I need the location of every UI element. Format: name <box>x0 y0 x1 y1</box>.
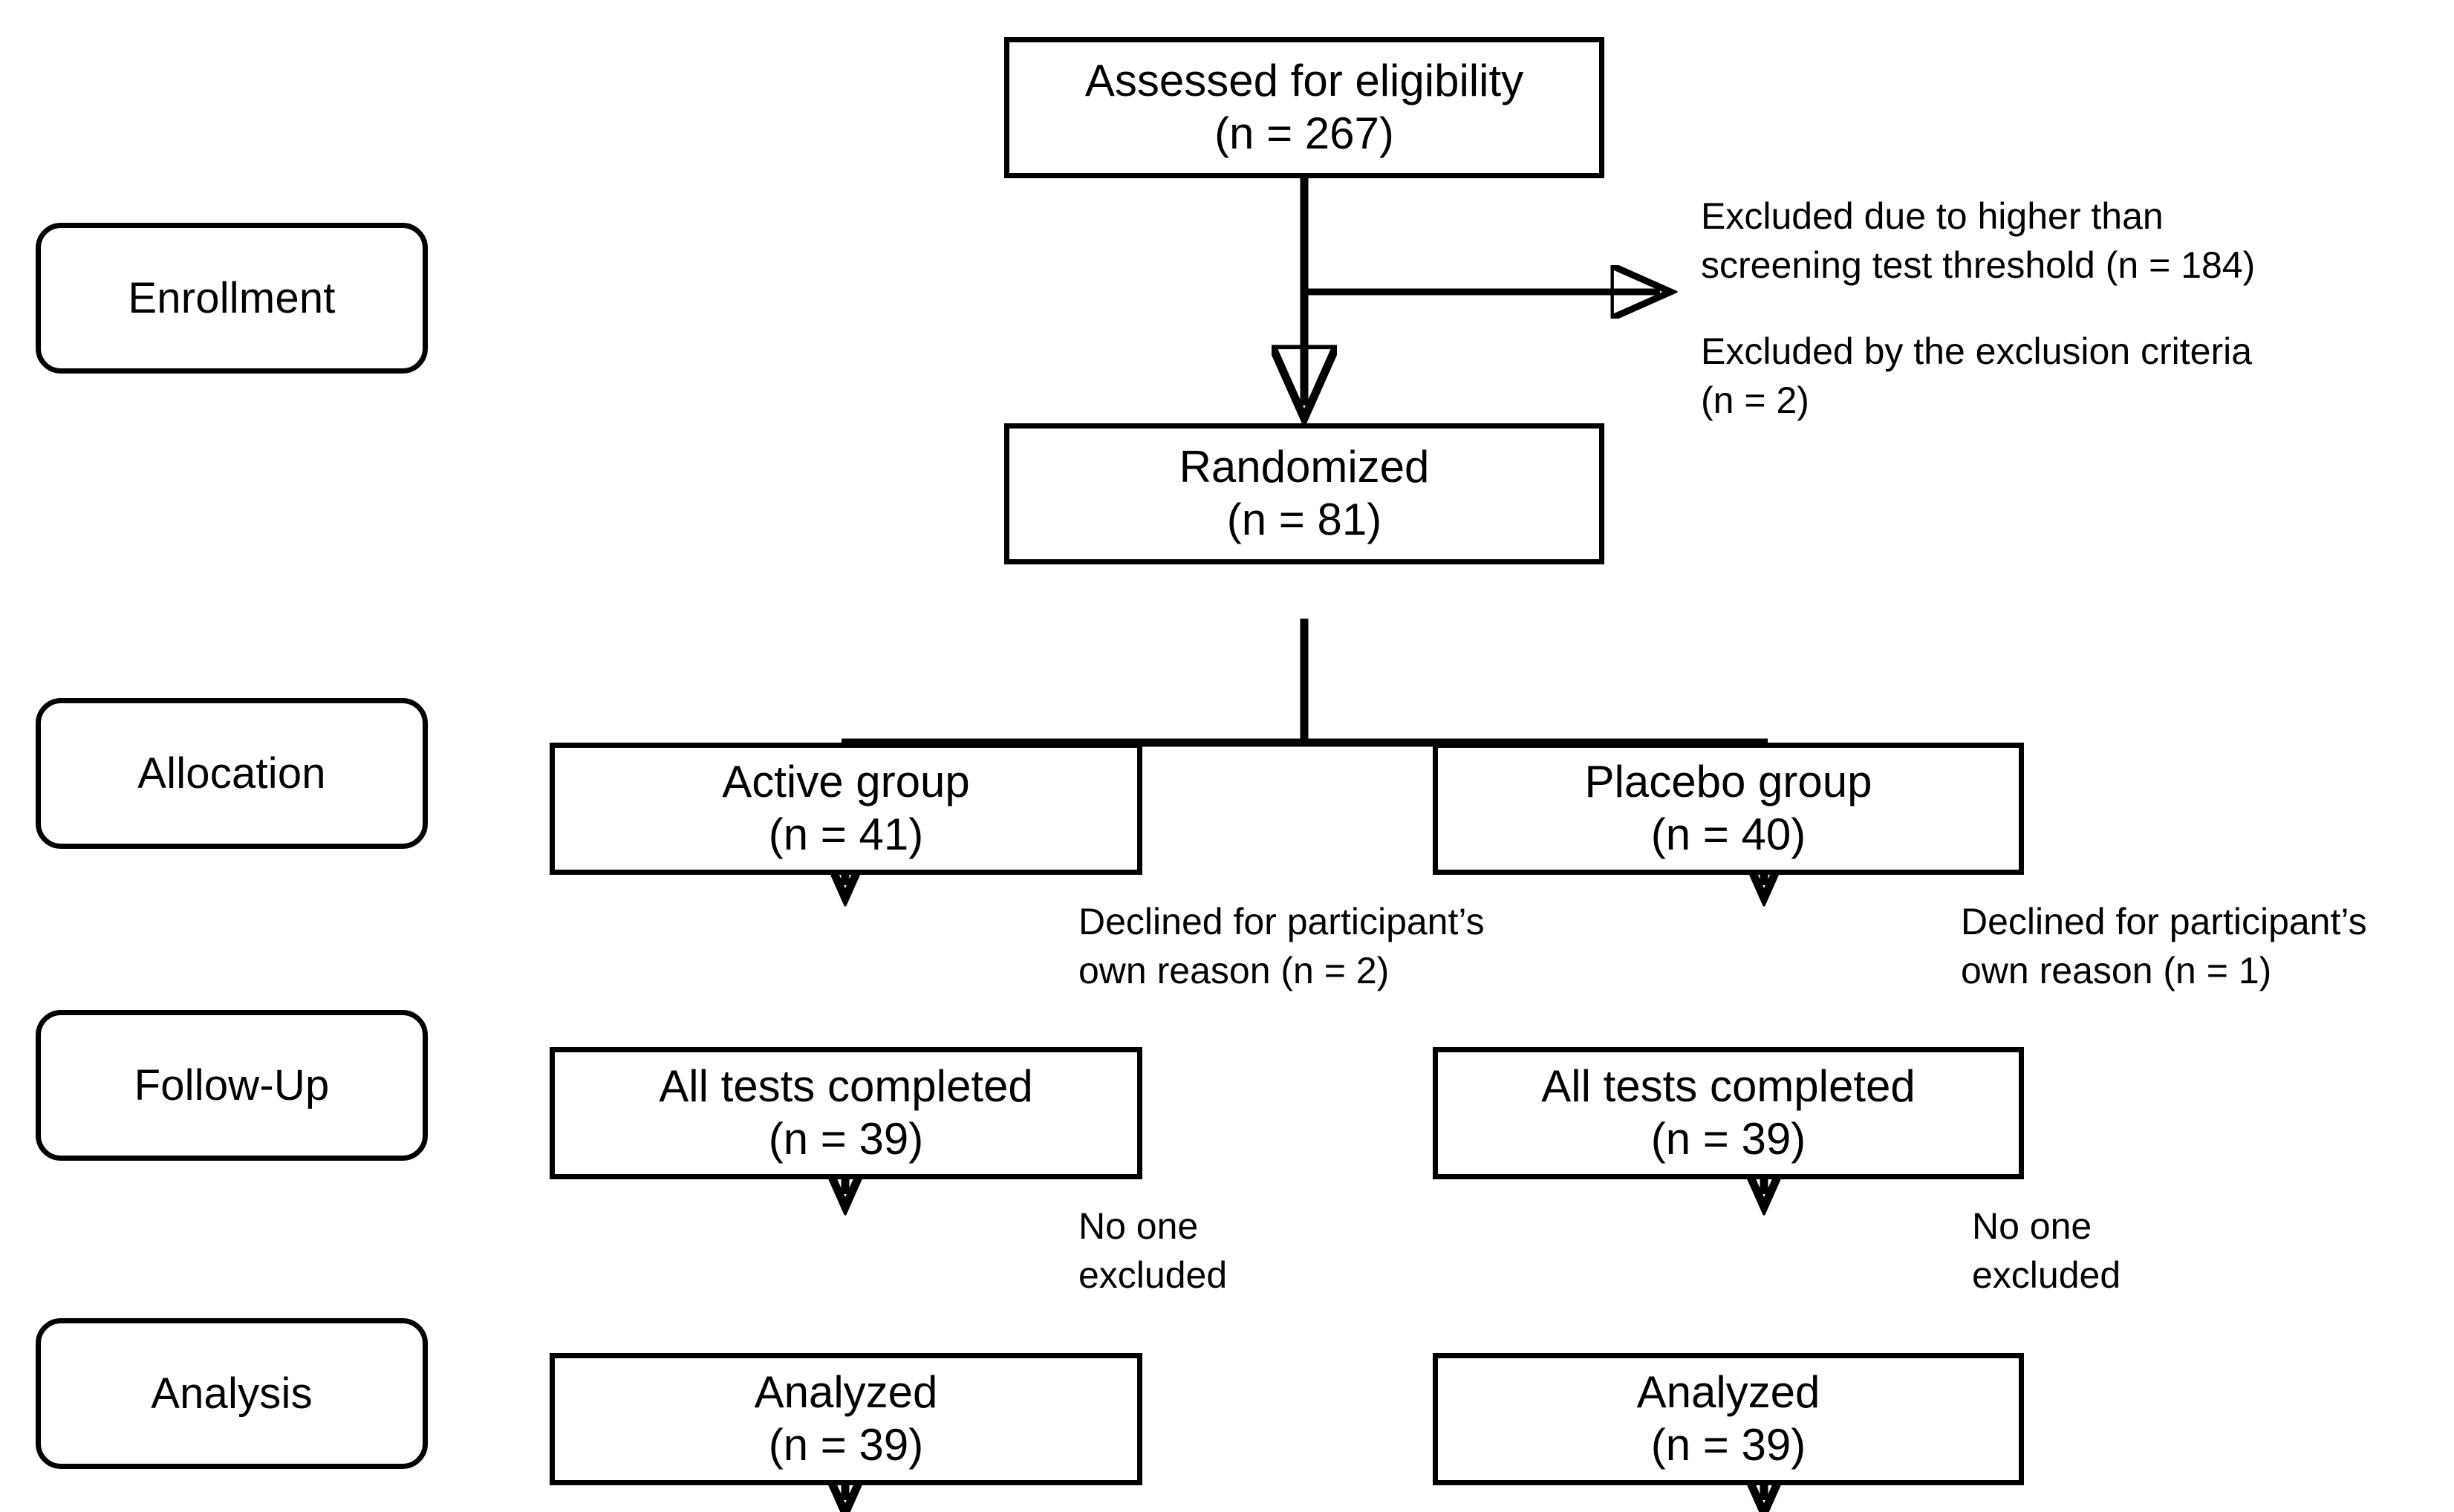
box-active-analyzed: Analyzed (n = 39) <box>550 1353 1142 1485</box>
box-active-analyzed-count: (n = 39) <box>768 1420 924 1470</box>
box-placebo-analyzed-count: (n = 39) <box>1650 1420 1806 1470</box>
box-assessed-title: Assessed for eligibility <box>1084 56 1524 106</box>
note-placebo-no-exclusion: No one excluded <box>1972 1205 2121 1296</box>
box-placebo-group-count: (n = 40) <box>1650 809 1806 859</box>
box-placebo-group: Placebo group (n = 40) <box>1433 743 2024 875</box>
stage-label-enrollment: Enrollment <box>128 273 336 322</box>
box-active-group-count: (n = 41) <box>768 809 924 859</box>
box-assessed-for-eligibility: Assessed for eligibility (n = 267) <box>1004 37 1604 178</box>
stage-pill-enrollment: Enrollment <box>36 223 428 374</box>
box-active-group: Active group (n = 41) <box>550 743 1142 875</box>
box-active-group-title: Active group <box>722 757 970 807</box>
box-randomized: Randomized (n = 81) <box>1004 423 1604 564</box>
box-active-completed-title: All tests completed <box>659 1061 1033 1112</box>
stage-pill-analysis: Analysis <box>36 1318 428 1469</box>
note-active-declined: Declined for participant’s own reason (n… <box>1078 901 1485 991</box>
box-placebo-completed-title: All tests completed <box>1541 1061 1916 1112</box>
box-placebo-group-title: Placebo group <box>1584 757 1872 807</box>
note-placebo-declined: Declined for participant’s own reason (n… <box>1961 901 2367 991</box>
box-active-all-tests-completed: All tests completed (n = 39) <box>550 1047 1142 1179</box>
box-assessed-count: (n = 267) <box>1214 108 1394 158</box>
stage-label-analysis: Analysis <box>151 1369 313 1418</box>
stage-pill-allocation: Allocation <box>36 698 428 849</box>
box-placebo-analyzed-title: Analyzed <box>1636 1367 1820 1418</box>
box-active-analyzed-title: Analyzed <box>754 1367 938 1418</box>
note-excluded-criteria: Excluded by the exclusion criteria (n = … <box>1701 330 2253 421</box>
box-placebo-completed-count: (n = 39) <box>1650 1114 1806 1164</box>
box-randomized-count: (n = 81) <box>1226 495 1382 544</box>
note-excluded-threshold: Excluded due to higher than screening te… <box>1701 195 2256 286</box>
box-placebo-all-tests-completed: All tests completed (n = 39) <box>1433 1047 2024 1179</box>
stage-label-allocation: Allocation <box>137 749 326 798</box>
note-active-no-exclusion: No one excluded <box>1078 1205 1228 1296</box>
stage-label-follow-up: Follow-Up <box>134 1060 330 1109</box>
box-randomized-title: Randomized <box>1179 442 1430 492</box>
stage-pill-follow-up: Follow-Up <box>36 1010 428 1161</box>
box-active-completed-count: (n = 39) <box>768 1114 924 1164</box>
box-placebo-analyzed: Analyzed (n = 39) <box>1433 1353 2024 1485</box>
